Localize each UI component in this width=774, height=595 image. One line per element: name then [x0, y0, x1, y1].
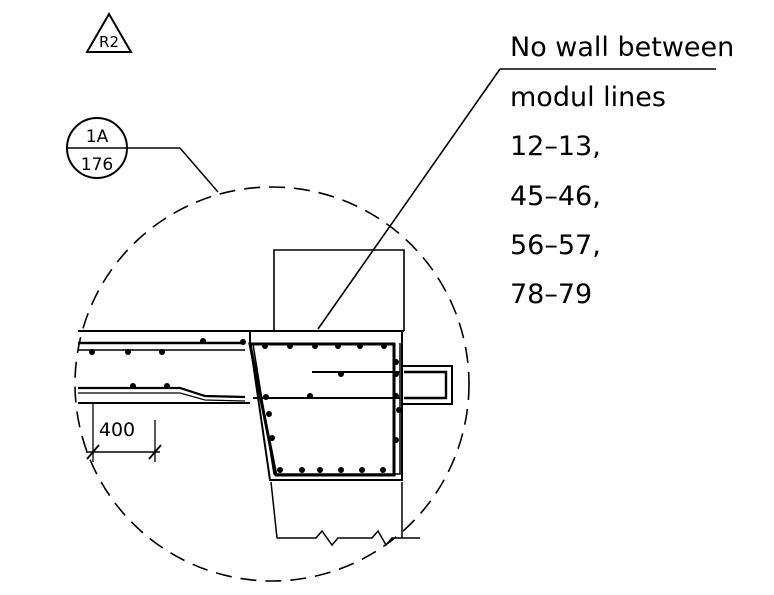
- break-line: [277, 529, 420, 547]
- section-marker-bottom: 176: [81, 155, 113, 175]
- slab: [78, 330, 404, 404]
- revision-triangle: R2: [85, 12, 133, 53]
- section-marker-top: 1A: [86, 127, 109, 147]
- note-line-2: modul lines: [510, 82, 666, 113]
- beam: [248, 331, 453, 481]
- detail-circle: [74, 186, 470, 582]
- note-line-3: 12–13,: [510, 131, 601, 162]
- note-line-6: 78–79: [510, 279, 592, 310]
- note-block: No wall between modul lines 12–13, 45–46…: [510, 32, 734, 310]
- revision-label: R2: [99, 33, 119, 51]
- dimension-label: 400: [99, 419, 135, 441]
- note-line-1: No wall between: [510, 32, 734, 63]
- dimension-400: 400: [86, 403, 162, 462]
- note-line-4: 45–46,: [510, 181, 601, 212]
- note-line-5: 56–57,: [510, 230, 601, 261]
- section-marker: 1A 176: [66, 117, 180, 179]
- note-leader: [317, 68, 716, 330]
- detail-leader: [179, 147, 219, 193]
- lower-wall: [270, 481, 420, 547]
- upper-wall-outline: [273, 249, 405, 331]
